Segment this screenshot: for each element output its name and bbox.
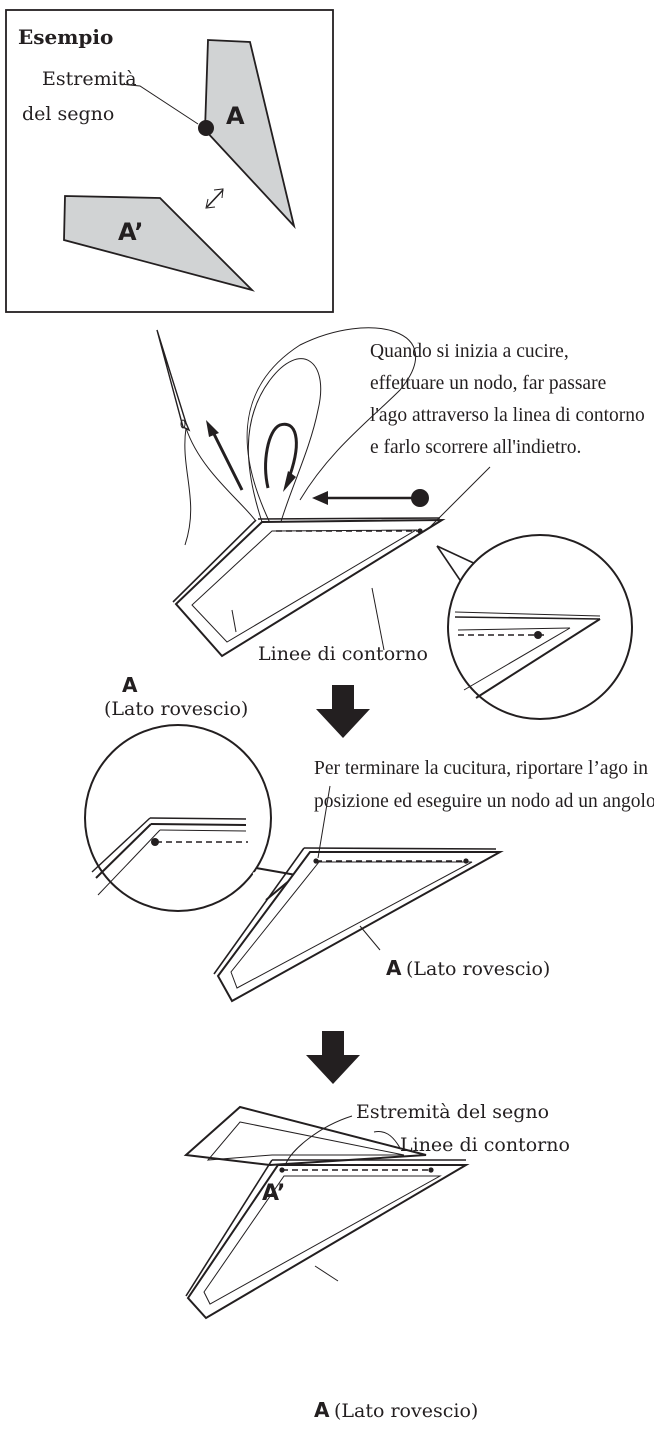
mark-end-leader (119, 83, 199, 125)
contour-line-a-prime (206, 1121, 405, 1161)
step1-instruction-line-2: effettuare un nodo, far passare (370, 373, 606, 394)
fabric-piece (174, 518, 446, 658)
contour-line-3 (203, 1175, 442, 1305)
zoom-callout-left (84, 724, 299, 912)
piece-leader (231, 609, 237, 633)
piece-a-prime-shape (63, 195, 256, 292)
instruction-leader (429, 466, 491, 528)
mark-end-label-line1: Estremità (42, 68, 137, 90)
stitch-start-dot-3 (428, 1167, 434, 1173)
step-2: Per terminare la cucitura, riportare l’a… (84, 724, 654, 1084)
piece-a-shape (204, 39, 296, 230)
stitch-start-dot (417, 528, 423, 534)
piece-a-label: A (226, 102, 245, 130)
up-arrow-icon (206, 420, 244, 491)
step2-piece-leader (359, 925, 381, 951)
step1-instruction-line-4: e farlo scorrere all'indietro. (370, 437, 581, 458)
step1-instruction-line-3: l'ago attraverso la linea di contorno (370, 405, 645, 426)
step3-piece-label: A (314, 1398, 330, 1422)
step2-piece-side: (Lato rovescio) (406, 958, 550, 980)
step2-leader (317, 785, 331, 859)
fabric-edge-back-2 (303, 847, 497, 850)
example-box: Esempio A Estremità del segno A’ (5, 9, 334, 313)
step1-piece-label: A (122, 673, 138, 697)
zoom-callout (436, 534, 633, 720)
contour-leader-3 (373, 1131, 401, 1149)
example-title: Esempio (18, 25, 113, 49)
step2-instruction: Per terminare la cucitura, riportare l’a… (314, 758, 654, 812)
stitch-start-dot-2 (463, 858, 469, 864)
step-1: Quando si inizia a cucire, effettuare un… (104, 327, 650, 738)
mark-end-label-line2: del segno (22, 103, 114, 125)
step2-piece-label: A (386, 956, 402, 980)
contour-leader (371, 587, 385, 651)
fabric-edge-left-2 (213, 847, 305, 975)
step3-piece-side: (Lato rovescio) (334, 1400, 478, 1422)
needle-icon (156, 329, 191, 432)
step3-contour-label: Linee di contorno (400, 1134, 570, 1156)
step1-contour-label: Linee di contorno (258, 643, 428, 665)
fabric-piece-2 (216, 851, 504, 1003)
step3-mark-end-label: Estremità del segno (356, 1101, 549, 1123)
fabric-edge-back (257, 517, 441, 520)
thread-loop-outer (247, 358, 322, 526)
step2-instruction-line-1: Per terminare la cucitura, riportare l’a… (314, 758, 648, 779)
step3-piece-leader (314, 1265, 339, 1282)
step2-instruction-line-2: posizione ed eseguire un nodo ad un ango… (314, 791, 654, 812)
thread-loop-big (246, 327, 416, 524)
step3-piece-a-prime: A’ (262, 1181, 285, 1206)
left-arrow-icon (312, 489, 429, 507)
fabric-edge-left-3 (185, 1159, 273, 1297)
contour-line-2 (230, 861, 473, 989)
fabric-piece-a (186, 1164, 470, 1320)
stitch-end-dot (313, 858, 319, 864)
step-3: Estremità del segno Linee di contorno A’… (183, 1101, 570, 1422)
loop-arrow-icon (264, 422, 298, 492)
down-arrow-icon (306, 1031, 360, 1084)
down-arrow-icon (316, 685, 370, 738)
fabric-piece-a-prime (183, 1105, 427, 1167)
step1-instruction-line-1: Quando si inizia a cucire, (370, 341, 569, 362)
piece-a-prime-label: A’ (118, 218, 144, 246)
mark-end-dot (198, 120, 214, 136)
step1-instruction: Quando si inizia a cucire, effettuare un… (370, 341, 650, 458)
thread-main (185, 427, 256, 521)
step1-piece-side: (Lato rovescio) (104, 698, 248, 720)
mark-end-leader-3 (284, 1115, 353, 1167)
fabric-edge-left (172, 519, 257, 603)
double-arrow-icon (205, 188, 224, 209)
thread-tail (184, 427, 192, 546)
stitch-end-dot-3 (279, 1167, 285, 1173)
